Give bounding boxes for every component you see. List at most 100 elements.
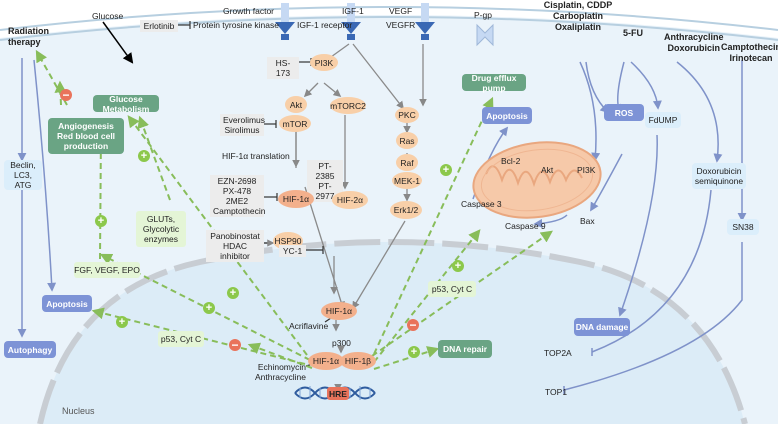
hif1a-nucleus-node: HIF-1α: [321, 302, 357, 320]
inhibit-marker-p53-right: −: [407, 319, 419, 331]
angiogenesis-box: Angiogenesis Red blood cell production: [48, 118, 124, 154]
fu5-label: 5-FU: [623, 28, 643, 38]
pt2977-text: PT-2977: [315, 181, 335, 201]
cisplatin-text: Cisplatin, CDDP: [543, 0, 613, 10]
p53-cytc-right-box: p53, Cyt C: [428, 281, 476, 297]
caspase3-label: Caspase 3: [461, 199, 502, 209]
semiquinone-text: semiquinone: [694, 176, 744, 186]
camptothecin-inhibitor-text: Camptothecin: [213, 206, 266, 216]
activate-marker-mito: +: [452, 260, 464, 272]
inhibit-marker-angiogenesis: −: [60, 89, 72, 101]
activate-marker-glucose: +: [138, 150, 150, 162]
apoptosis-top-box: Apoptosis: [482, 107, 532, 124]
receptor-vegfr: [415, 3, 435, 40]
hre-element: HRE: [327, 387, 349, 400]
yc1-box: YC-1: [279, 245, 306, 257]
activate-marker-dna-repair: +: [408, 346, 420, 358]
akt-node: Akt: [285, 96, 307, 113]
fdump-box: FdUMP: [645, 112, 681, 128]
caspase9-label: Caspase 9: [505, 221, 546, 231]
ezn2698-text: EZN-2698: [217, 176, 257, 186]
gluts-text: GLUTs,: [146, 214, 176, 224]
platinum-drugs-label: Cisplatin, CDDP Carboplatin Oxaliplatin: [540, 0, 616, 33]
sirolimus-text: Sirolimus: [224, 125, 260, 135]
dna-repair-box: DNA repair: [438, 340, 492, 358]
atg-text: ATG: [14, 180, 32, 190]
everolimus-sirolimus-box: Everolimus Sirolimus: [220, 114, 266, 136]
hif1a-translation-label: HIF-1α translation: [222, 151, 290, 161]
erlotinib-box: Erlotinib: [140, 20, 178, 32]
hif1a-dimer-node: HIF-1α: [308, 352, 344, 370]
receptor-igf1: [341, 3, 361, 40]
angiogenesis-text: Angiogenesis: [58, 121, 114, 131]
pi3k-mito-label: PI3K: [577, 165, 596, 175]
receptor-growth-factor: [275, 3, 295, 40]
raf-node: Raf: [396, 154, 418, 171]
drug-efflux-pump-box: Drug efflux pump: [462, 73, 526, 93]
everolimus-text: Everolimus: [223, 115, 266, 125]
nucleus-area: [40, 242, 745, 424]
pt2385-text: PT-2385: [315, 161, 335, 181]
panobinostat-text: Panobinostat: [210, 231, 260, 241]
activate-marker-fgf-path: +: [203, 302, 215, 314]
bcl2-label: Bcl-2: [501, 156, 521, 166]
ros-box: ROS: [604, 104, 644, 121]
vegf-label: VEGF: [389, 6, 413, 16]
activate-marker-gluts: +: [227, 287, 239, 299]
glycolytic-text: Glycolytic: [142, 224, 180, 234]
mtor-node: mTOR: [279, 115, 311, 132]
production-text: production: [63, 141, 109, 151]
activate-marker-efflux: +: [440, 164, 452, 176]
hsp90-inhibitors-box: Panobinostat HDAC inhibitor: [206, 230, 264, 262]
growth-factor-label: Growth factor: [223, 6, 275, 16]
carboplatin-text: Carboplatin: [552, 11, 603, 21]
hif1a-inhibitors-box: EZN-2698 PX-478 2ME2 Camptothecin: [210, 175, 266, 217]
apoptosis-left-box: Apoptosis: [42, 295, 92, 312]
fgf-vegf-epo-box: FGF, VEGF, EPO: [74, 262, 140, 278]
doxorubicin-sq-text: Doxorubicin: [696, 166, 742, 176]
hif2a-node: HIF-2α: [332, 191, 368, 209]
anthracycline-inhibitor-text: Anthracycline: [254, 372, 306, 382]
radiation-therapy-label: Radiation therapy: [8, 26, 50, 47]
mek1-node: MEK-1: [392, 172, 422, 189]
ras-node: Ras: [396, 132, 418, 149]
anthracycline-text: Anthracycline: [664, 32, 724, 42]
bax-label: Bax: [580, 216, 595, 226]
mtorc2-node: mTORC2: [330, 97, 366, 114]
activate-marker-fgf: +: [95, 215, 107, 227]
gluts-box: GLUTs, Glycolytic enzymes: [136, 211, 186, 247]
pi3k-node: PI3K: [310, 54, 338, 71]
beclin-box: Beclin, LC3, ATG: [4, 160, 42, 190]
protein-tyrosine-kinase-label: Protein tyrosine kinase: [193, 20, 279, 30]
px478-text: PX-478: [222, 186, 252, 196]
vegfr-label: VEGFR: [386, 20, 416, 30]
doxorubicin-text: Doxorubicin: [667, 43, 721, 53]
autophagy-box: Autophagy: [4, 341, 56, 358]
inhibit-marker-p53: −: [229, 339, 241, 351]
beclin-text: Beclin, LC3,: [10, 160, 36, 180]
top2a-label: TOP2A: [544, 348, 572, 358]
activate-marker-apoptosis: +: [116, 316, 128, 328]
acriflavine-label: Acriflavine: [289, 321, 329, 331]
pkc-node: PKC: [395, 107, 419, 123]
cell-membrane-inner: [0, 16, 778, 41]
p300-label: p300: [332, 338, 351, 348]
oxaliplatin-text: Oxaliplatin: [554, 22, 601, 32]
akt-mito-label: Akt: [541, 165, 554, 175]
sn38-box: SN38: [727, 219, 759, 235]
camptothecin-text: Camptothecin: [721, 42, 778, 52]
top1-label: TOP1: [545, 387, 568, 397]
doxorubicin-semiquinone-box: Doxorubicin semiquinone: [692, 163, 746, 189]
igf1-label: IGF-1: [342, 6, 364, 16]
cell-membrane-outer: [0, 6, 778, 31]
pgp-pump-shape: [476, 23, 494, 47]
hdac-inhibitor-text: HDAC inhibitor: [220, 241, 250, 261]
2me2-text: 2ME2: [225, 196, 249, 206]
erk12-node: Erk1/2: [390, 201, 422, 219]
enzymes-text: enzymes: [143, 234, 178, 244]
hs173-box: HS-173: [267, 57, 299, 79]
igf1-receptor-label: IGF-1 receptor: [297, 20, 353, 30]
dna-damage-box: DNA damage: [574, 318, 630, 336]
red-blood-cell-text: Red blood cell: [56, 131, 116, 141]
